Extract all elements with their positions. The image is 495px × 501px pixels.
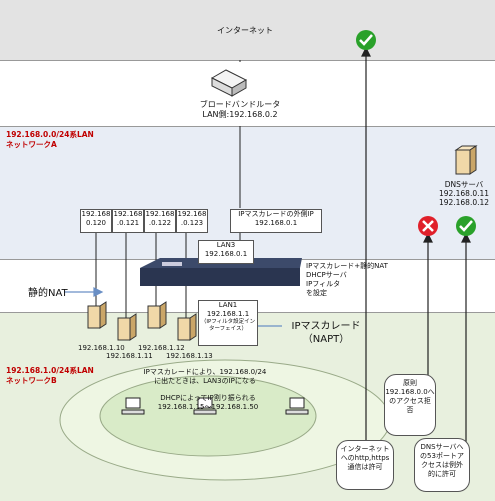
masquerade-napt: （NAPT） <box>302 334 350 345</box>
masquerade-note-line2: に出たときは、LAN3のIPになる <box>154 377 256 385</box>
server-ip-10: 192.168.1.10 <box>78 344 125 352</box>
dns-server-icon <box>454 145 478 175</box>
dns-ip-2: 192.168.0.12 <box>438 198 490 207</box>
internet-zone <box>0 0 495 61</box>
outer-ip-box: IPマスカレードの外側IP 192.168.0.1 <box>230 209 322 233</box>
modem-ip: LAN側:192.168.0.2 <box>202 110 278 119</box>
static-ip-box-120: 192.168 0.120 <box>80 209 112 233</box>
server-icon-12 <box>147 301 167 329</box>
static-ip-120-b: 0.120 <box>85 219 107 227</box>
static-ip-box-122: 192.168 .0.122 <box>144 209 176 233</box>
network-a-label: 192.168.0.0/24系LAN ネットワークA <box>6 130 94 150</box>
network-a-zone <box>0 126 495 260</box>
deny-callout: 原則 192.168.0.0へ のアクセス拒 否 <box>384 374 436 436</box>
router-feature-nat: IPマスカレード+静的NAT <box>306 262 388 270</box>
http-callout-line3: 通信は許可 <box>347 463 383 471</box>
deny-icon <box>418 216 438 236</box>
masquerade-label: IPマスカレード （NAPT） <box>284 320 368 346</box>
dhcp-note: DHCPによってIP割り振られる 192.168.1.15〜192.168.1.… <box>150 394 266 412</box>
dns-callout-line1: DNSサーバへ <box>420 443 464 451</box>
http-callout-line2: へのhttp,https <box>340 454 390 462</box>
modem-label: ブロードバンドルータ LAN側:192.168.0.2 <box>180 100 300 120</box>
server-icon-11 <box>117 313 137 341</box>
network-b-label: 192.168.1.0/24系LAN ネットワークB <box>6 366 94 386</box>
pc-icon-2 <box>193 397 217 415</box>
dns-ip-1: 192.168.0.11 <box>438 189 490 198</box>
deny-callout-line2: 192.168.0.0へ <box>385 388 435 396</box>
masquerade-note: IPマスカレードにより、192.168.0/24 に出たときは、LAN3のIPに… <box>140 368 270 386</box>
server-icon-13 <box>177 313 197 341</box>
lan3-name: LAN3 <box>216 241 236 249</box>
modem-name: ブロードバンドルータ <box>199 100 281 109</box>
deny-callout-line4: 否 <box>406 406 414 414</box>
dns-server-label: DNSサーバ 192.168.0.11 192.168.0.12 <box>436 180 492 207</box>
router-feature-dhcp: DHCPサーバ <box>306 271 347 279</box>
deny-callout-line1: 原則 <box>403 379 417 387</box>
network-b-subnet: 192.168.1.0/24系LAN <box>6 366 94 375</box>
static-ip-120-a: 192.168 <box>81 210 111 218</box>
static-ip-123-b: .0.123 <box>180 219 204 227</box>
router-features: IPマスカレード+静的NAT DHCPサーバ IPフィルタ を設定 <box>306 262 388 298</box>
network-b-name: ネットワークB <box>6 376 57 385</box>
server-ip-11: 192.168.1.11 <box>106 352 153 360</box>
network-a-subnet: 192.168.0.0/24系LAN <box>6 130 94 139</box>
dns-callout-line2: の53ポートア <box>420 452 464 460</box>
check-icon-dns <box>456 216 476 236</box>
network-a-name: ネットワークA <box>6 140 57 149</box>
static-ip-box-121: 192.168 .0.121 <box>112 209 144 233</box>
outer-ip-title: IPマスカレードの外側IP <box>238 210 314 218</box>
dns-callout: DNSサーバへ の53ポートア クセスは例外 的に許可 <box>414 438 470 492</box>
lan3-box: LAN3 192.168.0.1 <box>198 240 254 264</box>
masquerade-title: IPマスカレード <box>291 321 361 332</box>
pc-icon-3 <box>285 397 309 415</box>
dns-callout-line4: 的に許可 <box>428 470 456 478</box>
server-icon-10 <box>87 301 107 329</box>
dhcp-range-ellipse <box>99 375 317 457</box>
http-callout: インターネット へのhttp,https 通信は許可 <box>336 440 394 490</box>
deny-callout-line3: のアクセス拒 <box>389 397 431 405</box>
lan1-note: （IPフィルタ設定インターフェイス） <box>200 319 256 332</box>
server-ip-12: 192.168.1.12 <box>138 344 185 352</box>
dns-callout-line3: クセスは例外 <box>421 461 463 469</box>
static-ip-box-123: 192.168 .0.123 <box>176 209 208 233</box>
http-callout-line1: インターネット <box>340 445 390 453</box>
outer-ip-value: 192.168.0.1 <box>254 219 298 227</box>
lan1-name: LAN1 <box>218 301 238 309</box>
static-ip-123-a: 192.168 <box>177 210 207 218</box>
static-nat-label: 静的NAT <box>28 288 68 299</box>
static-ip-122-b: .0.122 <box>148 219 172 227</box>
lan1-box: LAN1 192.168.1.1 （IPフィルタ設定インターフェイス） <box>198 300 258 346</box>
pc-icon-1 <box>121 397 145 415</box>
dns-title: DNSサーバ <box>444 180 484 189</box>
static-ip-122-a: 192.168 <box>145 210 175 218</box>
router-feature-filter: IPフィルタ <box>306 280 341 288</box>
dhcp-note-line2: 192.168.1.15〜192.168.1.50 <box>157 403 259 411</box>
static-ip-121-a: 192.168 <box>113 210 143 218</box>
modem-icon <box>210 69 248 97</box>
server-ip-13: 192.168.1.13 <box>166 352 213 360</box>
internet-label: インターネット <box>217 26 273 35</box>
lan1-ip: 192.168.1.1 <box>206 310 250 318</box>
lan3-ip: 192.168.0.1 <box>204 250 248 258</box>
router-feature-set: を設定 <box>306 289 327 297</box>
static-ip-121-b: .0.121 <box>116 219 140 227</box>
masquerade-note-line1: IPマスカレードにより、192.168.0/24 <box>143 368 267 376</box>
check-icon-internet <box>356 30 376 50</box>
dhcp-note-line1: DHCPによってIP割り振られる <box>160 394 256 402</box>
